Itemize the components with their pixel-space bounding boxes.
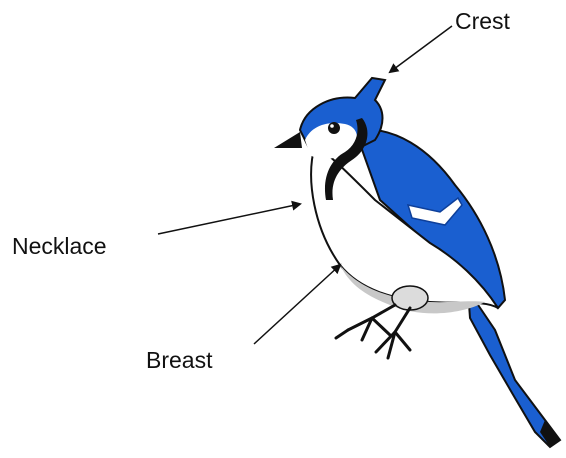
bird-eye [328, 122, 340, 134]
bird-feet [336, 305, 410, 358]
blue-jay-illustration [274, 78, 560, 447]
bird-eye-highlight [330, 124, 334, 128]
necklace-arrow [158, 204, 300, 234]
bird-thigh [392, 286, 428, 310]
breast-arrow [254, 265, 340, 344]
crest-label: Crest [455, 8, 510, 35]
necklace-label: Necklace [12, 233, 107, 260]
crest-arrow [390, 26, 452, 72]
breast-label: Breast [146, 347, 212, 374]
bird-beak [274, 132, 302, 148]
